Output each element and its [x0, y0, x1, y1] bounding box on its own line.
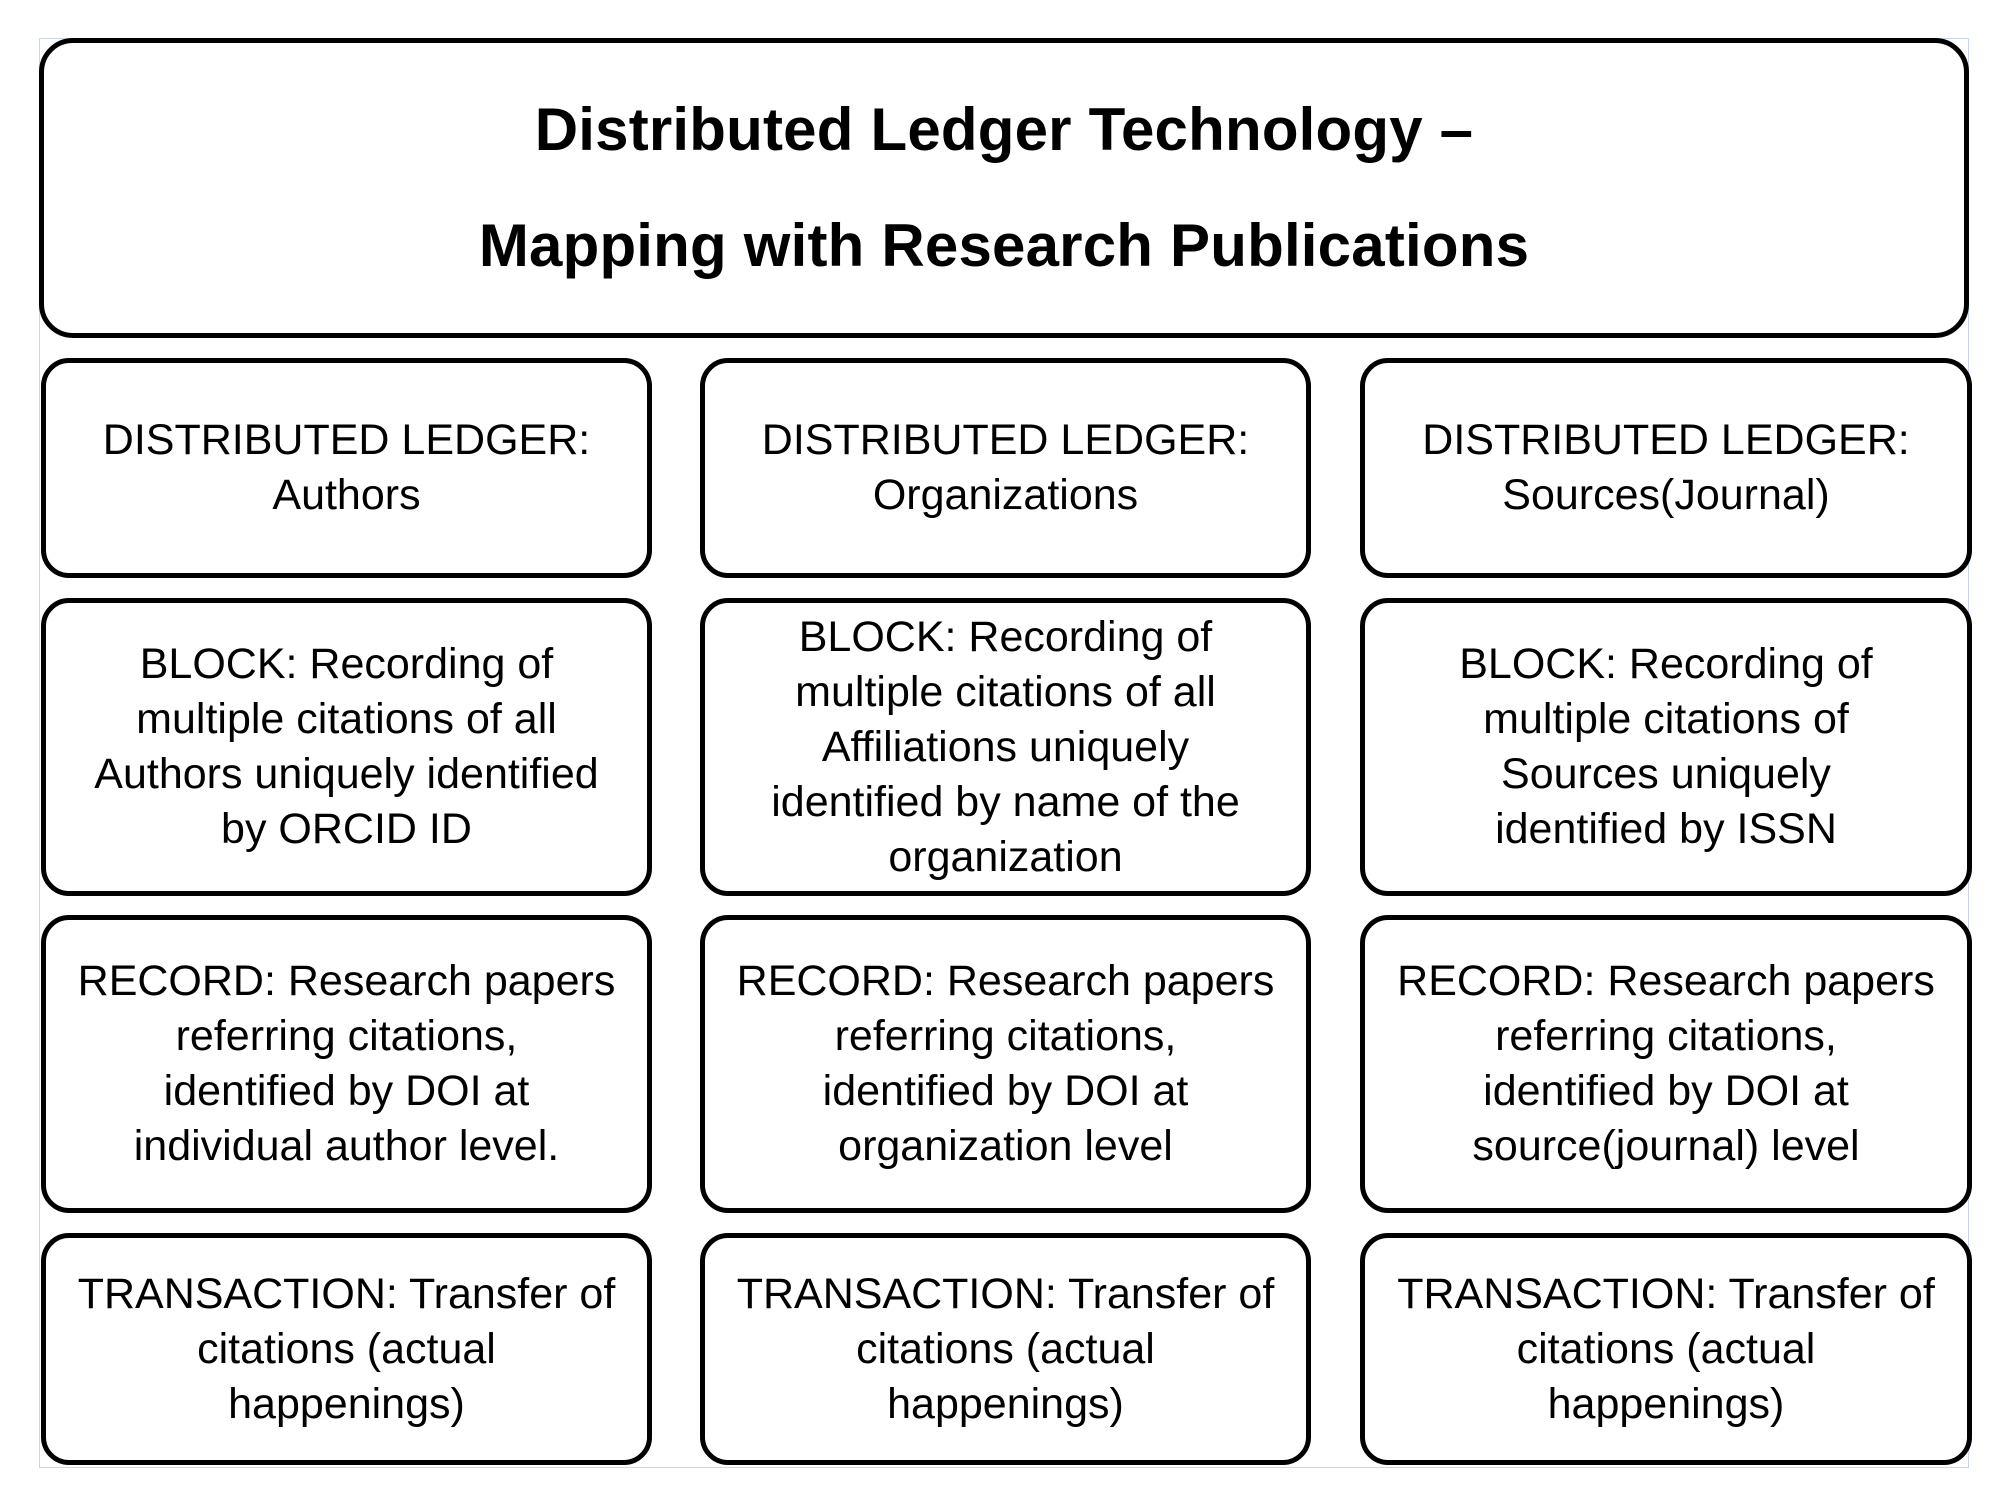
title-line-2: Mapping with Research Publications: [478, 212, 1530, 279]
record-box-sources: RECORD: Research papers referring citati…: [1360, 915, 1972, 1213]
record-box-organizations: RECORD: Research papers referring citati…: [700, 915, 1311, 1213]
ledger-box-organizations: DISTRIBUTED LEDGER: Organizations: [700, 358, 1311, 578]
title-box: Distributed Ledger Technology – Mapping …: [39, 38, 1969, 338]
ledger-text-organizations: DISTRIBUTED LEDGER: Organizations: [761, 416, 1250, 519]
transaction-box-sources: TRANSACTION: Transfer of citations (actu…: [1360, 1233, 1972, 1465]
record-text-authors: RECORD: Research papers referring citati…: [77, 957, 616, 1170]
block-box-sources: BLOCK: Recording of multiple citations o…: [1360, 598, 1972, 896]
transaction-text-sources: TRANSACTION: Transfer of citations (actu…: [1397, 1269, 1935, 1428]
block-box-organizations: BLOCK: Recording of multiple citations o…: [700, 598, 1311, 896]
transaction-text-organizations: TRANSACTION: Transfer of citations (actu…: [736, 1269, 1275, 1428]
transaction-box-organizations: TRANSACTION: Transfer of citations (actu…: [700, 1233, 1311, 1465]
ledger-text-sources: DISTRIBUTED LEDGER: Sources(Journal): [1422, 416, 1910, 519]
block-text-organizations: BLOCK: Recording of multiple citations o…: [771, 612, 1240, 881]
record-text-organizations: RECORD: Research papers referring citati…: [736, 957, 1275, 1170]
ledger-box-sources: DISTRIBUTED LEDGER: Sources(Journal): [1360, 358, 1972, 578]
ledger-box-authors: DISTRIBUTED LEDGER: Authors: [41, 358, 652, 578]
block-text-authors: BLOCK: Recording of multiple citations o…: [94, 640, 599, 853]
transaction-box-authors: TRANSACTION: Transfer of citations (actu…: [41, 1233, 652, 1465]
transaction-text-authors: TRANSACTION: Transfer of citations (actu…: [77, 1269, 616, 1428]
ledger-text-authors: DISTRIBUTED LEDGER: Authors: [102, 416, 591, 519]
block-box-authors: BLOCK: Recording of multiple citations o…: [41, 598, 652, 896]
record-text-sources: RECORD: Research papers referring citati…: [1397, 957, 1935, 1170]
title-line-1: Distributed Ledger Technology –: [534, 96, 1474, 163]
block-text-sources: BLOCK: Recording of multiple citations o…: [1459, 640, 1873, 853]
record-box-authors: RECORD: Research papers referring citati…: [41, 915, 652, 1213]
